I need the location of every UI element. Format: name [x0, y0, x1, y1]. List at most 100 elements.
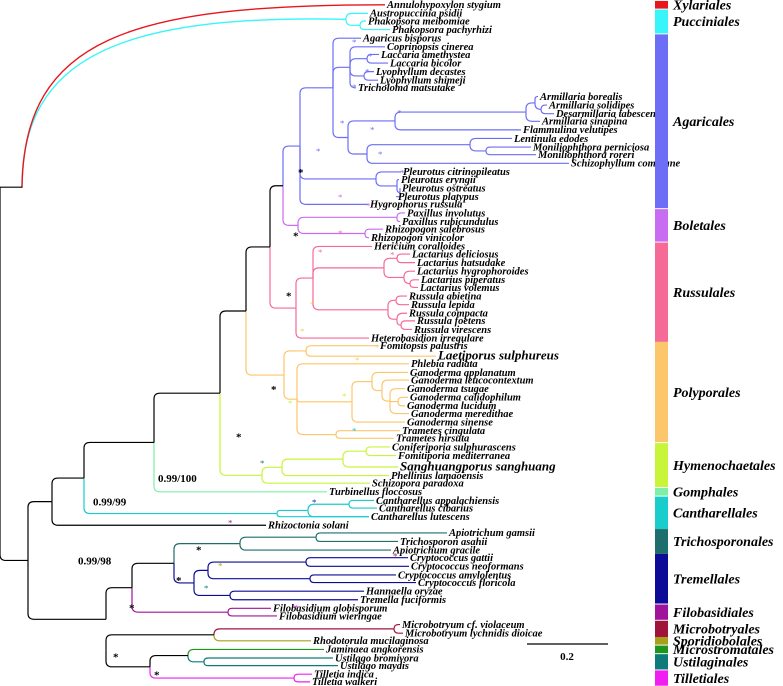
node-asterisk: *: [368, 51, 372, 61]
tree-branch: [332, 87, 348, 139]
tree-branch: [309, 574, 396, 579]
tree-branch: [281, 467, 389, 477]
order-label: Xylariales: [672, 0, 731, 12]
tree-branch: [396, 178, 400, 186]
taxon-label: Filobasidium globisporum: [272, 604, 388, 615]
node-asterisk: *: [352, 426, 356, 436]
tree-branch: [348, 499, 374, 505]
node-asterisk: *: [390, 250, 394, 260]
tree-branch: [153, 392, 220, 443]
tree-branch: [349, 67, 357, 89]
taxon-label: Ustilago bromivora: [335, 654, 419, 665]
order-color-block: [655, 636, 668, 645]
taxon-label: Phellinus lamaoensis: [391, 471, 483, 482]
support-value: *: [129, 603, 134, 615]
taxon-label: Ganoderma calidophilum: [410, 393, 521, 404]
tree-branch: [403, 277, 411, 285]
taxon-label: Flammulina velutipes: [522, 125, 618, 136]
tree-branch: [403, 270, 415, 278]
taxon-label: Ganoderma lucidum: [407, 401, 496, 412]
tree-branch: [351, 401, 405, 423]
tree-branch: [227, 612, 277, 617]
taxon-label: Tilletia walkeri: [312, 677, 377, 686]
order-label: Boletales: [672, 218, 726, 233]
order-label: Pucciniales: [673, 15, 740, 30]
taxon-label: Ganoderma applanatum: [410, 368, 516, 379]
tree-branch: [203, 657, 333, 662]
tree-branch: [371, 371, 408, 382]
tree-branch: [305, 350, 436, 357]
tree-branch: [269, 185, 283, 247]
tree-branch: [295, 277, 313, 309]
taxon-label: Trametes hirsuta: [396, 434, 469, 445]
tree-branch: [366, 53, 379, 59]
tree-branch: [299, 146, 368, 205]
support-value: 0.99/98: [78, 555, 112, 567]
taxon-label: Phakopsora meibomiae: [368, 17, 470, 28]
tree-branch: [395, 300, 409, 306]
tree-branch: [351, 380, 372, 402]
order-color-block: [655, 443, 668, 488]
tree-branch: [297, 225, 365, 235]
tree-branch: [305, 345, 378, 351]
order-color-block: [655, 9, 668, 34]
node-asterisk: *: [375, 342, 379, 352]
tree-branch: [345, 12, 368, 20]
tree-branch: [305, 561, 409, 567]
taxon-label: Armillaria sinapina: [541, 117, 627, 128]
tree-branch: [363, 71, 374, 76]
tree-branch: [261, 466, 282, 476]
taxon-label: Lyophyllum shimeji: [379, 76, 466, 87]
taxon-label: Coniferiporia sulphurascens: [392, 442, 516, 453]
taxon-label: Trametes cingulata: [402, 426, 485, 437]
tree-branch: [207, 570, 310, 580]
order-color-block: [655, 34, 668, 209]
tree-branch: [348, 504, 377, 509]
tree-branch: [309, 578, 416, 584]
taxon-label: Turbinellus floccosus: [329, 487, 422, 498]
tree-branch: [534, 102, 542, 110]
tree-branch: [400, 325, 412, 331]
taxon-label: Fomitiporia mediterranea: [397, 451, 510, 462]
tree-branch: [239, 543, 391, 551]
taxon-label: Desarmillaria tabescens: [555, 109, 660, 120]
node-support-values: 0.99/980.99/990.99/100******************…: [78, 37, 404, 681]
node-asterisk: *: [355, 355, 359, 365]
tree-branch: [105, 650, 150, 668]
support-value: *: [154, 669, 159, 681]
tree-branch: [131, 562, 174, 588]
order-label: Tilletiales: [673, 671, 729, 686]
tree-branch: [283, 375, 297, 400]
tree-branch: [387, 299, 396, 310]
tree-branch: [281, 458, 343, 468]
taxon-label: Russula foetens: [416, 316, 485, 327]
node-asterisk: *: [365, 66, 369, 76]
taxon-label: Austropuccinia psidii: [369, 9, 463, 20]
taxon-label: Apiotrichum gracile: [392, 546, 481, 557]
scale-bar: 0.2: [527, 643, 608, 663]
tree-branch: [366, 144, 470, 154]
order-color-block: [655, 209, 668, 242]
taxon-label: Ganoderma leucocontextum: [411, 376, 534, 387]
tree-branch: [21, 18, 347, 188]
order-color-block: [655, 654, 668, 670]
taxon-label: Russula lepida: [410, 300, 475, 311]
tree-branch: [397, 401, 405, 407]
tree-branch: [396, 212, 405, 218]
order-color-block: [655, 488, 668, 496]
tree-branch: [293, 678, 310, 683]
node-asterisk: *: [318, 247, 322, 257]
node-asterisk: *: [312, 497, 316, 507]
tree-branch: [347, 137, 367, 155]
tree-branch: [187, 648, 324, 656]
tree-branch: [315, 537, 398, 543]
order-color-block: [655, 242, 668, 342]
tree-branch: [485, 146, 531, 151]
taxon-label: Phakopsora pachyrhizi: [392, 25, 492, 36]
node-asterisk: *: [310, 299, 314, 309]
order-label: Microstromatales: [672, 642, 774, 657]
taxon-label: Microbotryum lychnidis dioicae: [404, 629, 543, 640]
taxon-label: Tricholoma matsutake: [358, 83, 456, 94]
taxon-label: Agaricus bisporus: [362, 34, 441, 45]
tree-branch: [193, 569, 208, 583]
